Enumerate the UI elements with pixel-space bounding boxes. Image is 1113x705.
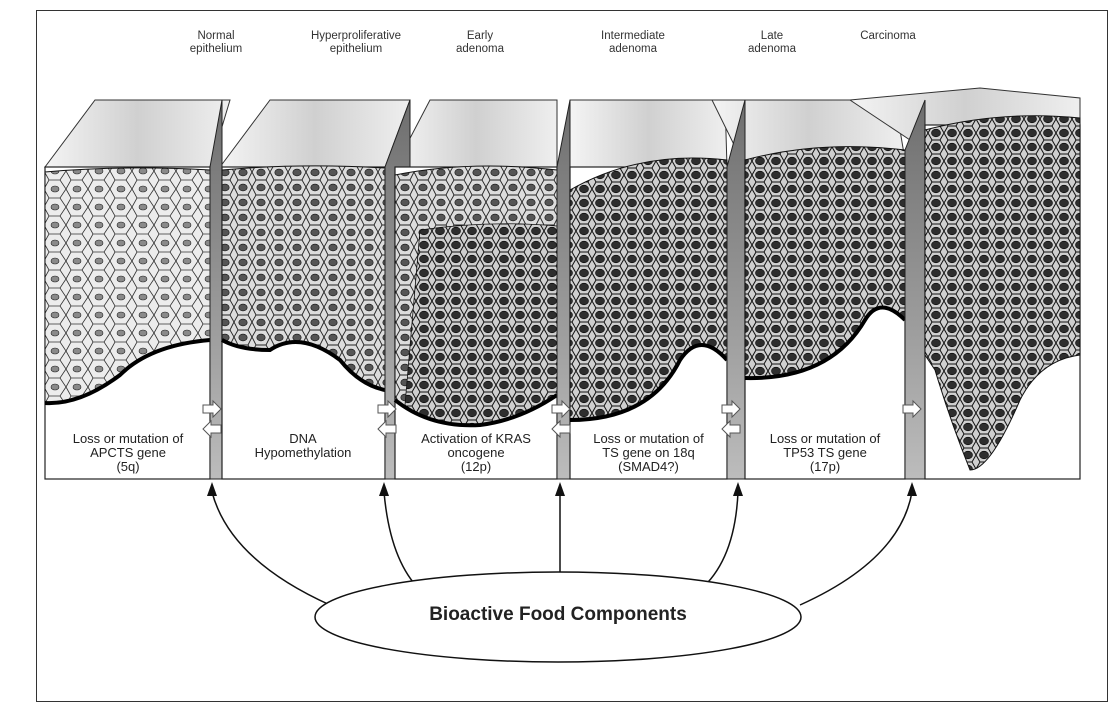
arrowheads bbox=[207, 482, 917, 496]
block-carcinoma bbox=[925, 116, 1080, 479]
bioactive-food-components-label: Bioactive Food Components bbox=[318, 604, 798, 626]
block-late-adenoma bbox=[745, 100, 925, 479]
